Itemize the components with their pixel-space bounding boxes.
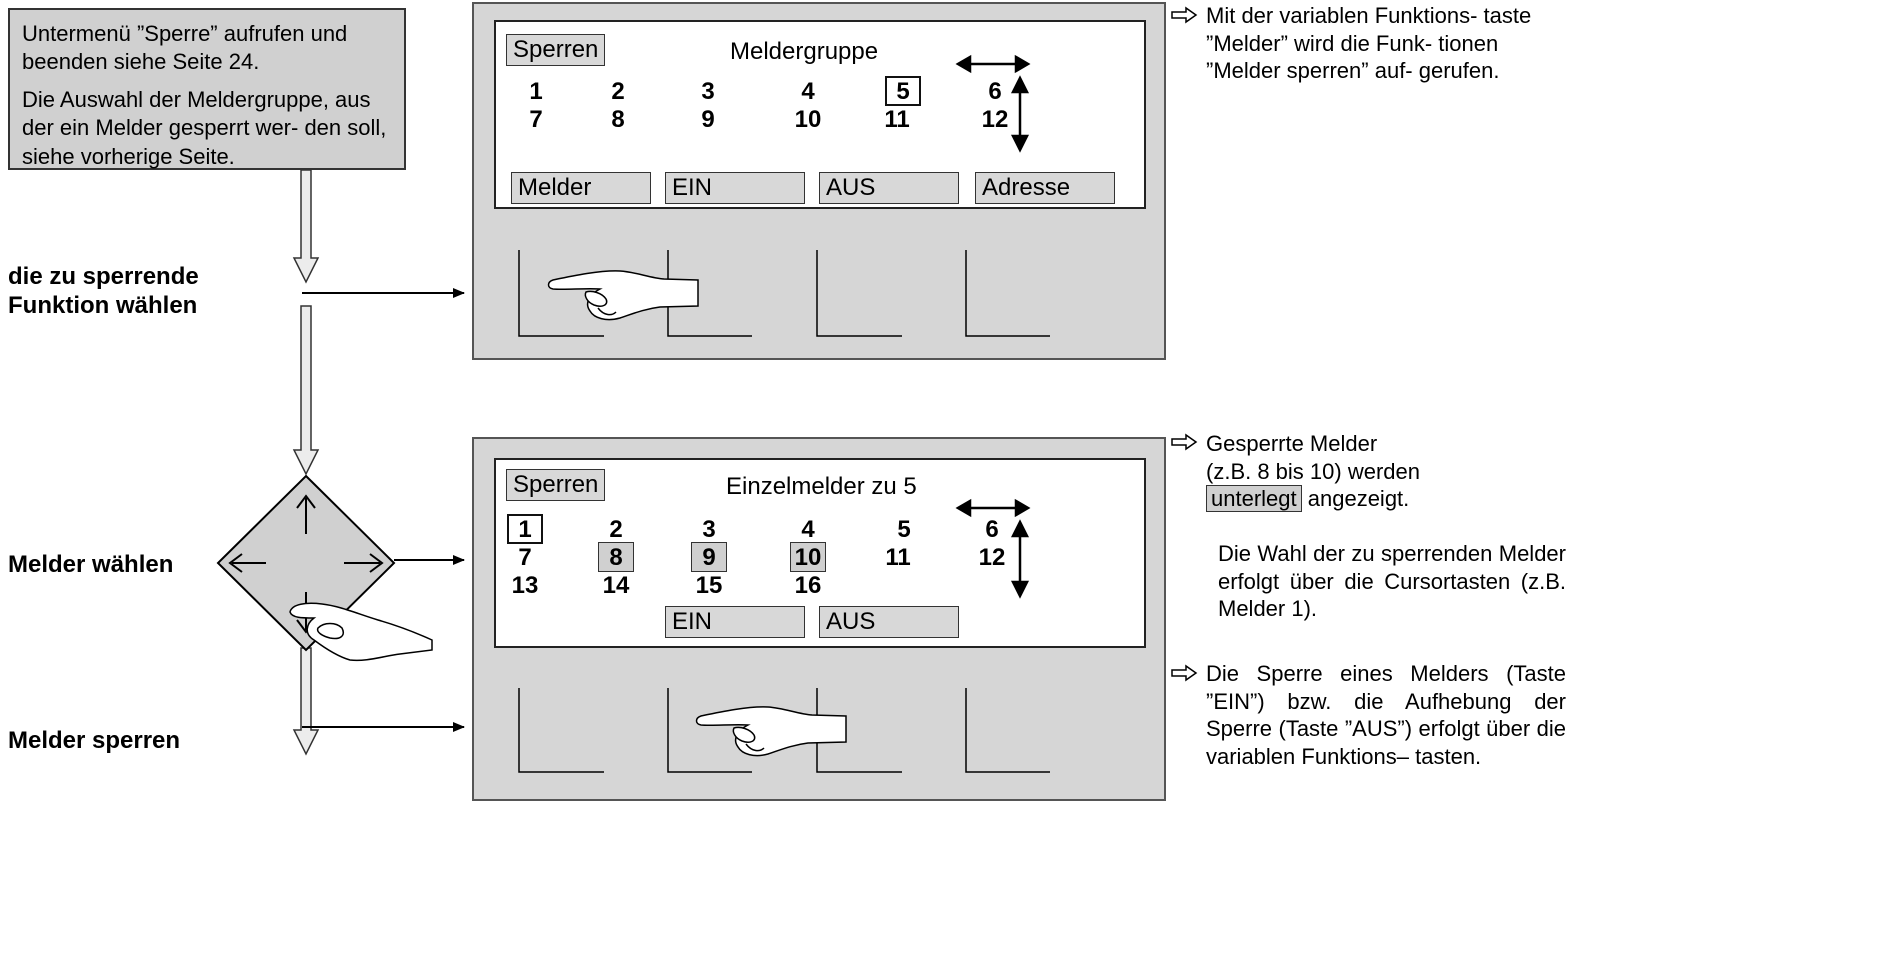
mode-label-1: Sperren — [506, 34, 606, 66]
group-12: 12 — [981, 106, 1009, 133]
detector-3: 3 — [702, 516, 716, 543]
detector-5: 5 — [897, 516, 911, 543]
detector-4: 4 — [801, 516, 815, 543]
step-1-label: die zu sperrende Funktion wählen — [8, 262, 199, 321]
detector-9-blocked: 9 — [702, 544, 716, 571]
detector-2: 2 — [609, 516, 623, 543]
screen-2-title: Einzelmelder zu 5 — [726, 473, 917, 500]
detector-10-blocked: 10 — [794, 544, 822, 571]
group-3: 3 — [701, 78, 715, 105]
step-1-line-1: die zu sperrende — [8, 263, 199, 290]
note-4: Die Sperre eines Melders (Taste ”EIN”) b… — [1206, 661, 1566, 769]
softkey-ein-1[interactable]: EIN — [665, 172, 805, 204]
blocked-highlight-8 — [598, 542, 634, 572]
detector-16: 16 — [794, 572, 822, 599]
softkey-adresse[interactable]: Adresse — [975, 172, 1115, 204]
detector-12: 12 — [978, 544, 1006, 571]
note-2-line-1: Gesperrte Melder — [1206, 431, 1378, 456]
note-bullet-icon — [1171, 6, 1198, 682]
note-1: Mit der variablen Funktions- taste ”Meld… — [1206, 3, 1532, 83]
group-2: 2 — [611, 78, 625, 105]
detector-7: 7 — [518, 544, 532, 571]
mode-label-2: Sperren — [506, 469, 606, 501]
intro-text-1: Untermenü ”Sperre” aufrufen und beenden … — [22, 21, 348, 75]
softkey-aus-1[interactable]: AUS — [819, 172, 959, 204]
step-1-line-2: Funktion wählen — [8, 292, 198, 320]
pointing-hand-icon — [289, 602, 433, 662]
detector-8-blocked: 8 — [609, 544, 623, 571]
group-7: 7 — [529, 106, 543, 133]
note-2-line-3: unterlegt angezeigt. — [1206, 485, 1566, 513]
softkey-aus-2[interactable]: AUS — [819, 606, 959, 638]
step-2-label: Melder wählen — [8, 551, 174, 578]
detector-11: 11 — [885, 544, 911, 571]
blocked-highlight-10 — [790, 542, 826, 572]
group-11: 11 — [884, 106, 910, 133]
double-arrow-icon-1 — [955, 54, 1031, 153]
step-3-label: Melder sperren — [8, 727, 181, 754]
intro-text-2: Die Auswahl der Meldergruppe, aus der ei… — [22, 87, 387, 169]
detector-14: 14 — [602, 572, 630, 599]
note-2: Gesperrte Melder (z.B. 8 bis 10) werden … — [1206, 430, 1566, 513]
note-3: Die Wahl der zu sperrenden Melder erfolg… — [1218, 541, 1566, 621]
note-2-line-2: (z.B. 8 bis 10) werden — [1206, 458, 1420, 484]
softkey-melder[interactable]: Melder — [511, 172, 651, 204]
flow-arrow-1 — [292, 169, 320, 284]
group-5-selected[interactable]: 5 — [896, 78, 910, 105]
selection-box-2 — [507, 514, 543, 544]
detector-1-selected[interactable]: 1 — [518, 516, 532, 543]
detector-15: 15 — [695, 572, 723, 599]
lcd-screen-1: Sperren Meldergruppe 1 2 3 4 5 6 7 8 9 1… — [494, 20, 1146, 209]
left-arrow-icon — [228, 553, 266, 573]
highlight-sample: unterlegt — [1206, 485, 1302, 512]
selection-box — [885, 76, 921, 106]
up-arrow-icon — [296, 494, 316, 534]
flow-arrow-3 — [292, 647, 320, 756]
softkey-ein-2[interactable]: EIN — [665, 606, 805, 638]
group-10: 10 — [794, 106, 822, 133]
blocked-highlight-9 — [691, 542, 727, 572]
group-1: 1 — [529, 78, 543, 105]
group-4: 4 — [801, 78, 815, 105]
detector-13: 13 — [511, 572, 539, 599]
pointing-hand-icon — [695, 706, 847, 757]
group-6: 6 — [988, 78, 1002, 105]
detector-6: 6 — [985, 516, 999, 543]
intro-box: Untermenü ”Sperre” aufrufen und beenden … — [8, 8, 406, 170]
right-arrow-icon — [344, 553, 384, 573]
lcd-screen-2: Sperren Einzelmelder zu 5 1 2 3 4 5 6 7 … — [494, 458, 1146, 648]
pointing-hand-icon — [547, 270, 699, 321]
screen-1-title: Meldergruppe — [730, 38, 879, 65]
flow-arrow-2 — [292, 305, 320, 476]
double-arrow-icon-2 — [955, 498, 1031, 599]
group-8: 8 — [611, 106, 625, 133]
group-9: 9 — [701, 106, 715, 133]
note-2-rest: angezeigt. — [1307, 486, 1410, 511]
